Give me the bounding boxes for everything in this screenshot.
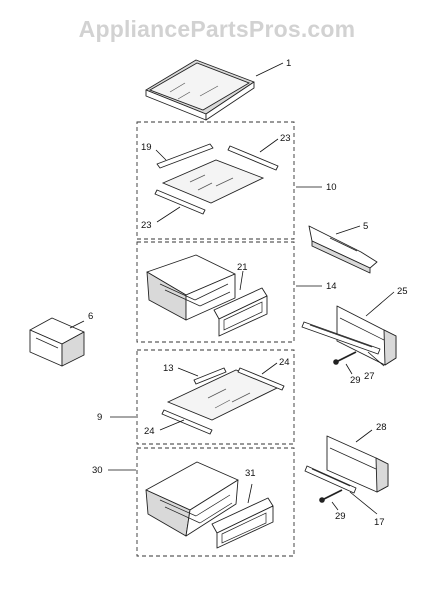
callout-13: 13 xyxy=(163,363,174,374)
part-19-trim-strip[interactable] xyxy=(156,143,214,169)
part-24-trim-strip-lower[interactable] xyxy=(161,409,213,435)
part-25-cover-assembly[interactable] xyxy=(336,305,397,366)
part-13-trim-strip[interactable] xyxy=(193,367,227,385)
part-27-slide-rail[interactable] xyxy=(301,321,381,355)
callout-23-lower: 23 xyxy=(141,220,152,231)
watermark-text: AppliancePartsPros.com xyxy=(79,16,356,42)
callout-6: 6 xyxy=(88,311,93,322)
part-1-glass-shelf[interactable] xyxy=(145,59,255,121)
part-29-screw-upper[interactable] xyxy=(333,351,357,365)
callout-29-upper: 29 xyxy=(350,375,361,386)
part-6-bin[interactable] xyxy=(29,317,85,367)
callout-5: 5 xyxy=(363,221,368,232)
assembly-box-30 xyxy=(136,447,295,557)
callout-14: 14 xyxy=(326,281,337,292)
callout-25: 25 xyxy=(397,286,408,297)
part-10-shelf-glass[interactable] xyxy=(161,159,265,204)
callout-19: 19 xyxy=(141,142,152,153)
part-5-cover[interactable] xyxy=(308,225,378,274)
callout-28: 28 xyxy=(376,422,387,433)
callout-24-upper: 24 xyxy=(279,357,290,368)
callout-10: 10 xyxy=(326,182,337,193)
callout-1: 1 xyxy=(286,58,291,69)
part-21-crisper-front[interactable] xyxy=(213,287,268,337)
part-30-crisper-pan[interactable] xyxy=(145,461,239,537)
callout-27: 27 xyxy=(364,371,375,382)
assembly-box-14 xyxy=(136,241,295,343)
callout-31: 31 xyxy=(245,468,256,479)
part-31-crisper-front[interactable] xyxy=(211,497,274,549)
callout-23-upper: 23 xyxy=(280,133,291,144)
part-17-slide-rail[interactable] xyxy=(304,465,357,494)
callout-29-lower: 29 xyxy=(335,511,346,522)
callout-24-lower: 24 xyxy=(144,426,155,437)
part-29-screw-lower[interactable] xyxy=(319,489,343,503)
assembly-box-10 xyxy=(136,121,295,240)
part-23-trim-strip-lower[interactable] xyxy=(154,189,206,215)
callout-17: 17 xyxy=(374,517,385,528)
part-24-trim-strip-upper[interactable] xyxy=(237,367,285,391)
part-28-cover-assembly[interactable] xyxy=(326,435,389,493)
assembly-box-9 xyxy=(136,349,295,445)
callout-9: 9 xyxy=(97,412,102,423)
part-23-trim-strip-upper[interactable] xyxy=(227,145,279,171)
callout-30: 30 xyxy=(92,465,103,476)
callout-21: 21 xyxy=(237,262,248,273)
part-14-crisper-pan[interactable] xyxy=(146,254,236,321)
